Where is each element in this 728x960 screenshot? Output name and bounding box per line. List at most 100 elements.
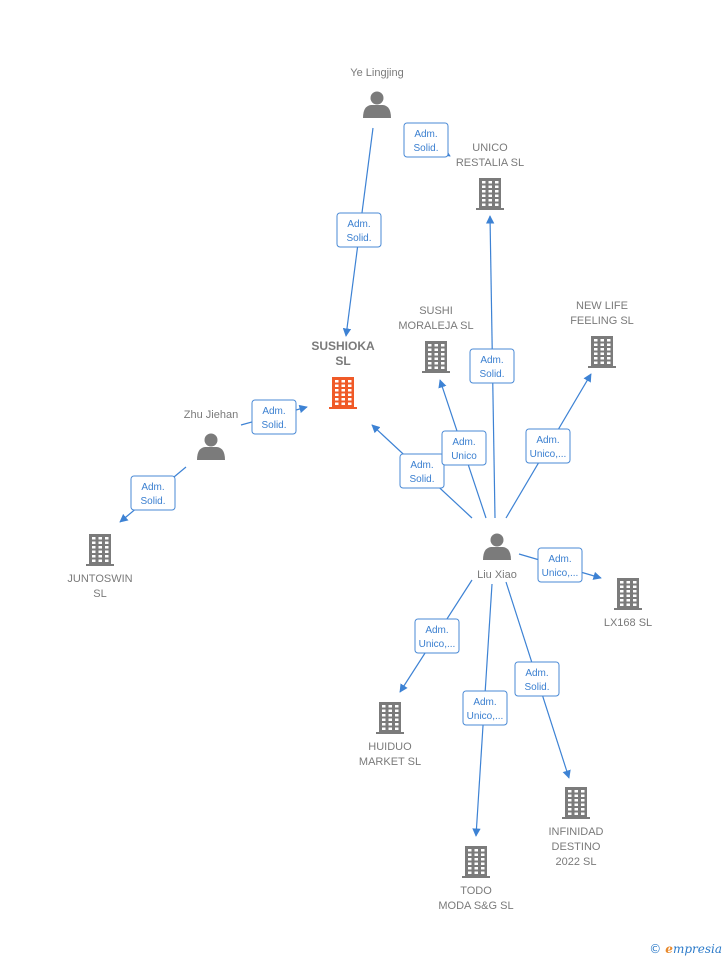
edge-label-text: Solid. <box>524 682 549 693</box>
edge-label-box <box>514 661 560 697</box>
person-node-liu[interactable]: Liu Xiao <box>477 533 517 582</box>
company-node-infinidad[interactable]: INFINIDAD DESTINO 2022 SL <box>549 787 604 868</box>
company-node-huiduo[interactable]: HUIDUO MARKET SL <box>359 702 421 768</box>
node-label: MARKET SL <box>359 756 421 768</box>
edge-label-liu-huiduo[interactable]: Adm. Unico,... <box>414 618 460 654</box>
edge-label-liu-sushioka[interactable]: Adm. Solid. <box>399 453 445 489</box>
edge-label-text: Adm. <box>347 219 370 230</box>
node-label: NEW LIFE <box>576 300 628 312</box>
building-icon <box>329 377 357 409</box>
edge-label-liu-todo[interactable]: Adm. Unico,... <box>462 690 508 726</box>
edge-label-text: Solid. <box>413 143 438 154</box>
building-icon <box>476 178 504 210</box>
edge-label-zhu-sushioka[interactable]: Adm. Solid. <box>251 399 297 435</box>
edge-labels-layer: Adm. Solid. Adm. Solid. Adm. Solid. Adm. Solid.… <box>130 122 583 726</box>
edge-label-text: Adm. <box>425 625 448 636</box>
company-node-juntoswin[interactable]: JUNTOSWIN SL <box>67 534 133 600</box>
node-label: Ye Lingjing <box>350 67 403 79</box>
edge-label-text: Solid. <box>409 474 434 485</box>
building-icon <box>562 787 590 819</box>
logo-wordmark: mpresia <box>672 942 722 956</box>
edge-label-text: Unico,... <box>419 639 456 650</box>
edge-label-text: Adm. <box>262 406 285 417</box>
edge-label-ye-sushioka[interactable]: Adm. Solid. <box>336 212 382 248</box>
node-label: MODA S&G SL <box>438 900 513 912</box>
building-icon <box>422 341 450 373</box>
edge-label-box <box>130 475 176 511</box>
node-label: SUSHI <box>419 305 453 317</box>
edge-label-box <box>414 618 460 654</box>
edge-label-box <box>336 212 382 248</box>
edge-label-text: Adm. <box>536 435 559 446</box>
node-label: INFINIDAD <box>549 826 604 838</box>
edge-label-liu-newlife[interactable]: Adm. Unico,... <box>525 428 571 464</box>
person-icon <box>197 433 225 460</box>
edge-label-box <box>469 348 515 384</box>
node-label: TODO <box>460 885 492 897</box>
person-icon <box>483 533 511 560</box>
edge-label-text: Adm. <box>452 437 475 448</box>
node-label: HUIDUO <box>368 741 412 753</box>
node-label: LX168 SL <box>604 617 652 629</box>
edge-label-liu-unico[interactable]: Adm. Solid. <box>469 348 515 384</box>
edge-label-text: Solid. <box>346 233 371 244</box>
node-label: FEELING SL <box>570 315 634 327</box>
logo-initial: e <box>665 942 673 956</box>
building-icon <box>376 702 404 734</box>
node-label: RESTALIA SL <box>456 157 524 169</box>
node-label: SL <box>335 354 350 368</box>
edge-label-text: Unico,... <box>542 568 579 579</box>
edge-label-box <box>399 453 445 489</box>
edge-label-text: Unico <box>451 451 477 462</box>
edge-label-text: Adm. <box>480 355 503 366</box>
company-node-sushi[interactable]: SUSHI MORALEJA SL <box>398 305 474 373</box>
edge-label-text: Adm. <box>548 554 571 565</box>
edge-label-text: Adm. <box>525 668 548 679</box>
edge-label-text: Solid. <box>140 496 165 507</box>
edge-label-text: Adm. <box>410 460 433 471</box>
edge-label-box <box>441 430 487 466</box>
edge-label-liu-infinidad[interactable]: Adm. Solid. <box>514 661 560 697</box>
node-label: MORALEJA SL <box>398 320 473 332</box>
company-node-newlife[interactable]: NEW LIFE FEELING SL <box>570 300 634 368</box>
node-label: JUNTOSWIN <box>67 573 132 585</box>
edge-label-text: Adm. <box>473 697 496 708</box>
company-node-unico[interactable]: UNICO RESTALIA SL <box>456 142 524 210</box>
edge-label-zhu-juntoswin[interactable]: Adm. Solid. <box>130 475 176 511</box>
edge-label-liu-lx168[interactable]: Adm. Unico,... <box>537 547 583 583</box>
edge-label-text: Adm. <box>414 129 437 140</box>
edge-label-text: Unico,... <box>530 449 567 460</box>
edge-label-text: Solid. <box>479 369 504 380</box>
building-icon <box>462 846 490 878</box>
person-icon <box>363 91 391 118</box>
node-label: Zhu Jiehan <box>184 409 238 421</box>
company-node-lx168[interactable]: LX168 SL <box>604 578 652 629</box>
edge-label-text: Solid. <box>261 420 286 431</box>
node-label: SL <box>93 588 106 600</box>
person-node-ye[interactable]: Ye Lingjing <box>350 67 404 118</box>
edge-label-box <box>403 122 449 158</box>
building-icon <box>614 578 642 610</box>
edge-label-box <box>537 547 583 583</box>
empresia-logo[interactable]: ©empresia <box>649 942 722 956</box>
node-label: SUSHIOKA <box>311 339 375 353</box>
edge-label-ye-unico[interactable]: Adm. Solid. <box>403 122 449 158</box>
edge-label-text: Adm. <box>141 482 164 493</box>
copyright-symbol: © <box>649 942 662 956</box>
node-label: Liu Xiao <box>477 569 517 581</box>
edge-label-box <box>462 690 508 726</box>
node-label: UNICO <box>472 142 508 154</box>
node-label: DESTINO <box>552 841 601 853</box>
edge-label-box <box>251 399 297 435</box>
company-node-todo[interactable]: TODO MODA S&G SL <box>438 846 514 912</box>
node-label: 2022 SL <box>556 856 597 868</box>
building-icon <box>86 534 114 566</box>
edge-label-box <box>525 428 571 464</box>
edge-label-text: Unico,... <box>467 711 504 722</box>
building-icon <box>588 336 616 368</box>
person-node-zhu[interactable]: Zhu Jiehan <box>184 409 238 460</box>
edge-label-liu-sushi[interactable]: Adm. Unico <box>441 430 487 466</box>
